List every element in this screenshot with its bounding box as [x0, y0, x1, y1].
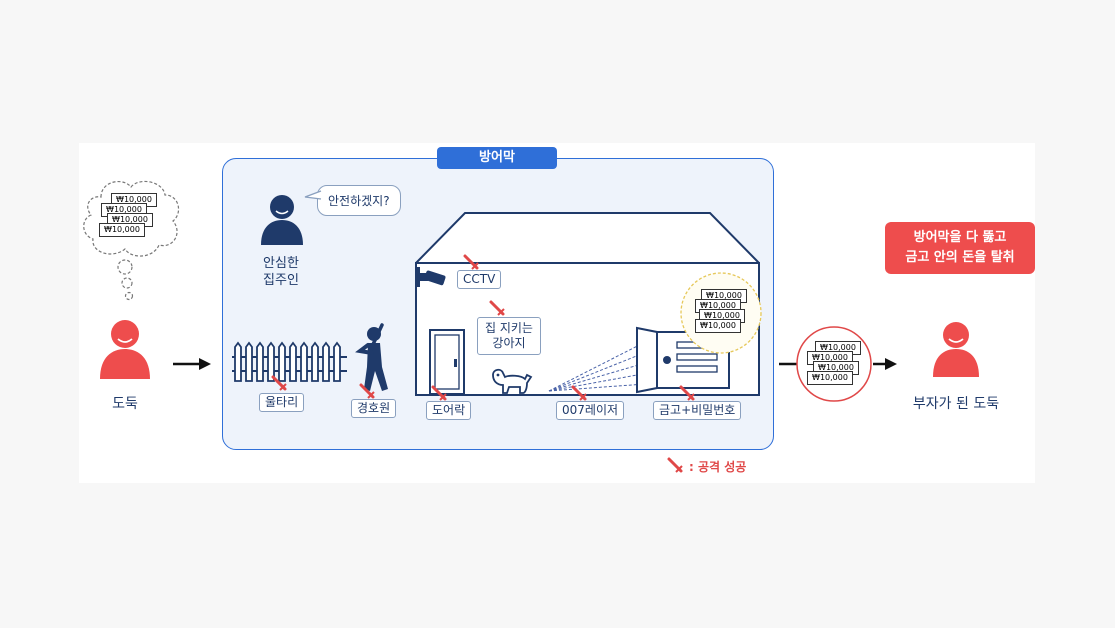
thief-person-icon: [100, 320, 150, 379]
attack-success-icon: [667, 457, 683, 473]
laser-label: 007레이저: [556, 401, 625, 420]
dog-label-line2: 강아지: [492, 336, 526, 350]
homeowner-person-icon: [261, 195, 303, 245]
attack-success-icon: [359, 383, 375, 399]
defense-title: 방어막: [437, 147, 557, 169]
dog-label: 집 지키는 강아지: [477, 317, 541, 355]
fence-label: 울타리: [259, 393, 305, 412]
result-box: 방어막을 다 뚫고 금고 안의 돈을 탈취: [885, 222, 1035, 274]
homeowner-label-line2: 집주인: [263, 273, 299, 288]
safe-icon: [636, 326, 730, 394]
guard-with-bat-icon: [355, 323, 388, 391]
money-note: ₩10,000: [695, 319, 741, 333]
guard-label: 경호원: [351, 399, 397, 418]
rich-thief-label: 부자가 된 도둑: [912, 396, 1000, 412]
money-stack-thought: ₩10,000 ₩10,000 ₩10,000 ₩10,000: [97, 193, 167, 253]
thief-label: 도둑: [112, 396, 138, 412]
legend-text: : 공격 성공: [689, 459, 747, 474]
speech-tail: [304, 190, 322, 200]
attack-success-icon: [489, 300, 505, 316]
attack-success-icon: [463, 254, 479, 270]
money-stack-safe: ₩10,000 ₩10,000 ₩10,000 ₩10,000: [691, 289, 761, 345]
legend: : 공격 성공: [667, 457, 746, 475]
arrow-right-icon: [173, 358, 211, 370]
dog-label-line1: 집 지키는: [485, 321, 533, 335]
result-line1: 방어막을 다 뚫고: [913, 230, 1007, 245]
attack-success-icon: [571, 385, 587, 401]
attack-success-icon: [271, 375, 287, 391]
speech-bubble: 안전하겠지?: [317, 185, 401, 216]
door-icon: [429, 329, 465, 395]
money-note: ₩10,000: [807, 371, 853, 385]
door-lock-label: 도어락: [426, 401, 472, 420]
money-stack-stolen: ₩10,000 ₩10,000 ₩10,000 ₩10,000: [803, 341, 873, 397]
cctv-camera-icon: [416, 267, 446, 287]
dog-icon: [492, 368, 533, 394]
money-note: ₩10,000: [99, 223, 145, 237]
attack-success-icon: [431, 385, 447, 401]
diagram-canvas: 방어막 ₩10,000 ₩10,000 ₩10,000 ₩10,000 도둑 안…: [79, 143, 1035, 483]
result-line2: 금고 안의 돈을 탈취: [905, 250, 1015, 265]
attack-success-icon: [679, 385, 695, 401]
safe-label: 금고+비밀번호: [653, 401, 742, 420]
fence-icon: [232, 341, 347, 382]
homeowner-label-line1: 안심한: [263, 256, 299, 271]
rich-thief-person-icon: [933, 322, 979, 377]
cctv-label: CCTV: [457, 270, 502, 289]
arrow-right-icon: [873, 358, 897, 370]
